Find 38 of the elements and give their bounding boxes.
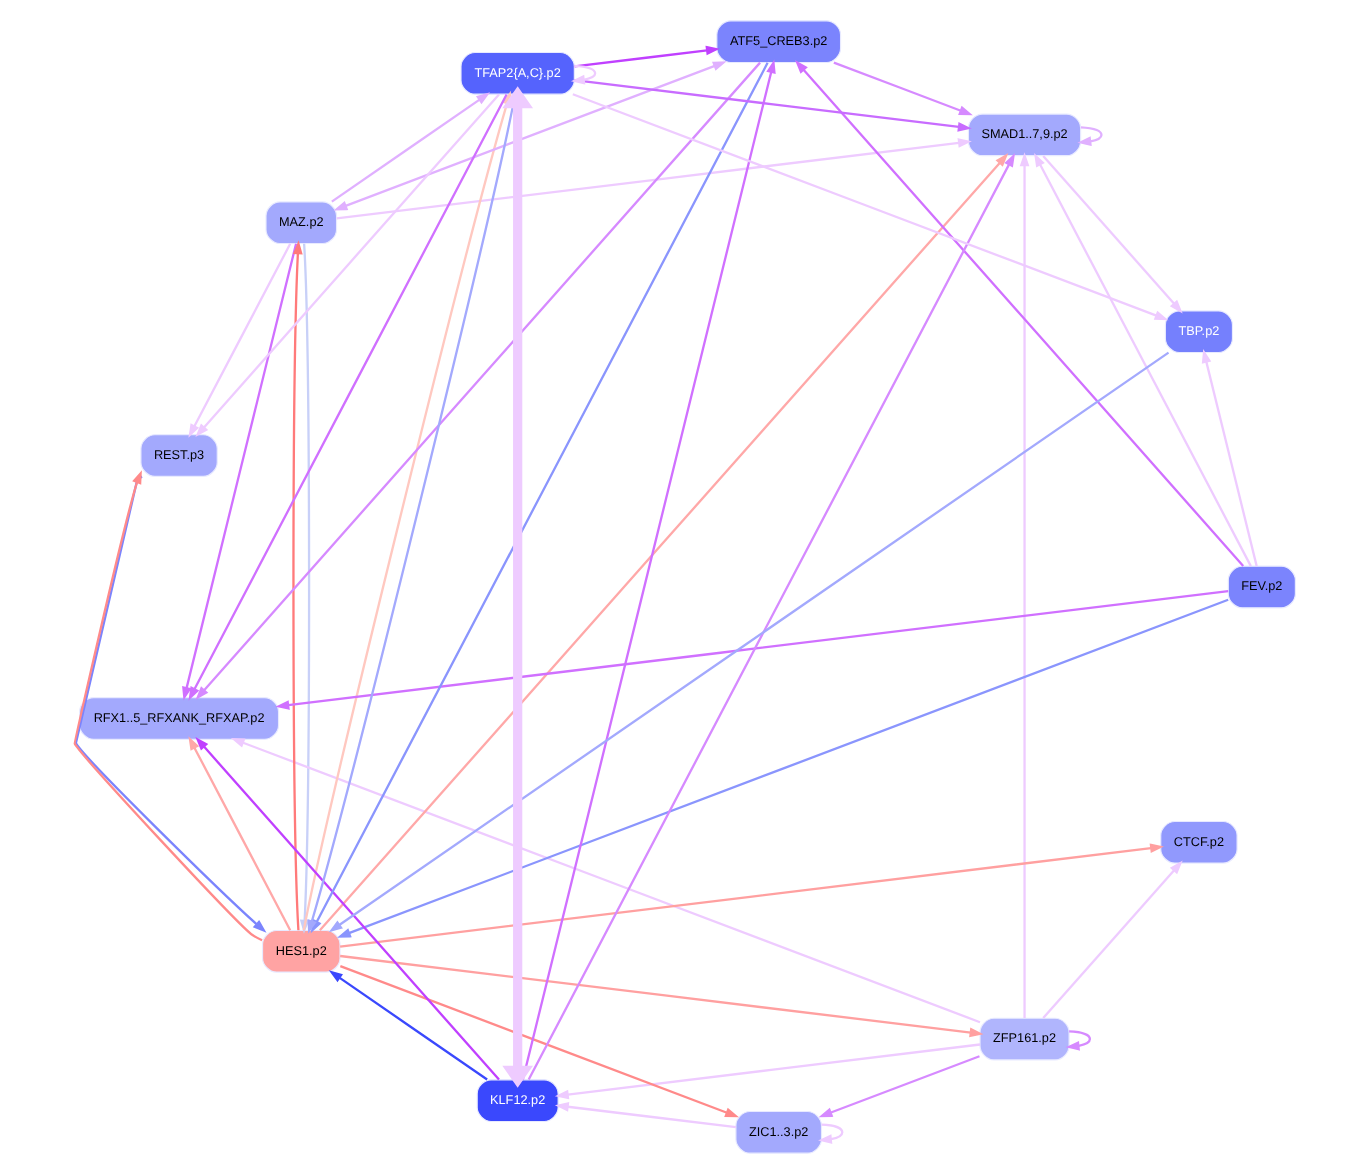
arrow xyxy=(573,79,971,132)
arrow xyxy=(1041,860,1182,1019)
arrow xyxy=(793,60,1244,567)
arrow xyxy=(520,59,775,1080)
arrow xyxy=(569,64,596,85)
arrow xyxy=(338,965,738,1118)
arrow xyxy=(194,61,760,700)
arrow xyxy=(327,970,487,1081)
arrow xyxy=(1076,126,1102,147)
arrow xyxy=(553,1102,735,1129)
arrow xyxy=(817,1123,843,1144)
arrow xyxy=(1033,153,1251,567)
arrow xyxy=(1200,349,1257,567)
arrow xyxy=(1018,152,1029,1019)
arrow xyxy=(187,243,291,438)
arrow xyxy=(832,61,972,116)
arrow xyxy=(553,1043,980,1100)
arrow xyxy=(327,351,1169,933)
arrow xyxy=(336,598,1228,938)
arrow xyxy=(194,93,499,438)
arrow xyxy=(526,153,1015,1081)
arrow xyxy=(318,153,1008,932)
arrow xyxy=(339,843,1163,948)
arrow xyxy=(330,92,490,203)
arrow xyxy=(187,736,291,931)
arrow xyxy=(1041,155,1182,314)
arrow xyxy=(571,93,1168,321)
arrow xyxy=(1064,1030,1091,1051)
arrow xyxy=(339,954,983,1038)
arrow xyxy=(187,93,507,701)
arrow xyxy=(335,138,971,220)
arrow xyxy=(291,240,302,931)
arrow xyxy=(194,736,499,1081)
arrow xyxy=(817,1055,979,1118)
arrow xyxy=(274,589,1228,710)
arrow xyxy=(181,243,297,701)
arrow xyxy=(332,61,726,211)
arrow xyxy=(229,738,980,1024)
